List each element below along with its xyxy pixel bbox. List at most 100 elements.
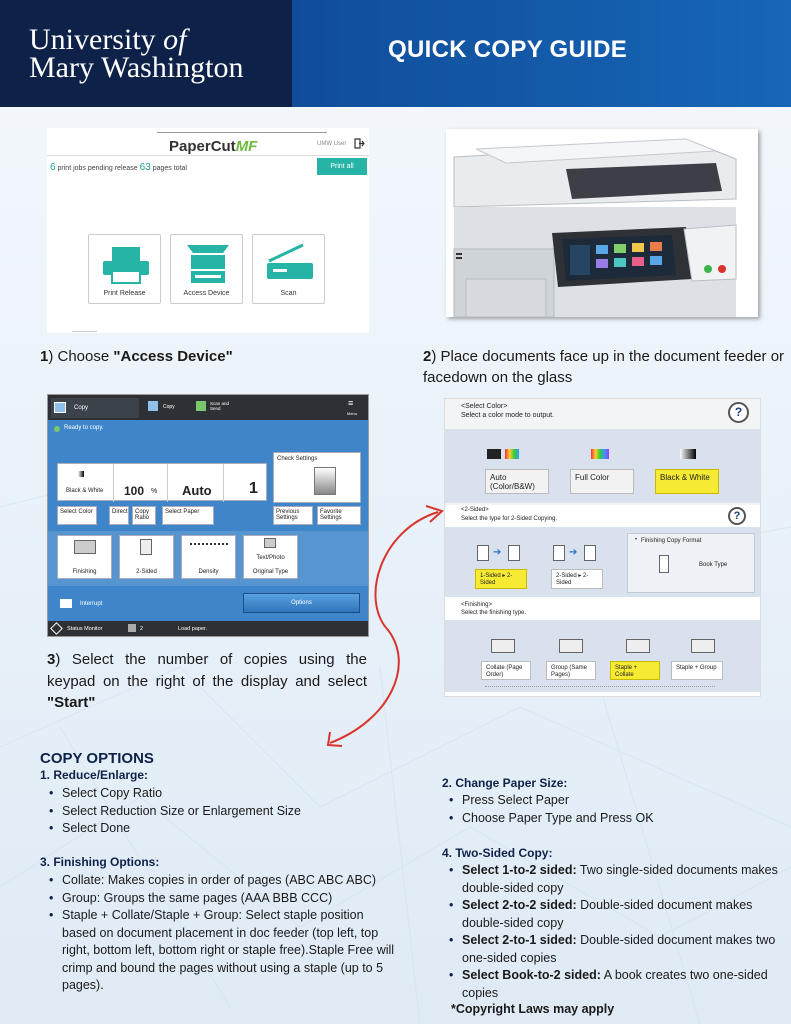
ready-status-icon xyxy=(54,426,60,432)
options-screens: <Select Color> Select a color mode to ou… xyxy=(444,398,761,697)
list-item: Select 1-to-2 sided: Two single-sided do… xyxy=(440,862,780,897)
copyright-note: *Copyright Laws may apply xyxy=(451,1002,615,1016)
two-sided-option-name: Select Book-to-2 sided: xyxy=(462,968,601,982)
logout-icon[interactable] xyxy=(354,138,365,149)
tab-scan-send-label[interactable]: Scan and Send xyxy=(210,401,230,411)
print-all-button[interactable]: Print all xyxy=(317,158,367,175)
tab-copy-shortcut-label[interactable]: Copy xyxy=(163,404,175,410)
papercut-status: 6 print jobs pending release 63 pages to… xyxy=(50,162,187,173)
previous-settings-button[interactable]: Previous Settings xyxy=(273,506,313,525)
staple-collate-icon xyxy=(626,639,650,653)
copy-ratio-button[interactable]: Copy Ratio xyxy=(132,506,156,525)
display-divider-1 xyxy=(113,464,114,502)
check-settings-button[interactable]: Check Settings xyxy=(273,452,361,503)
tile-scan[interactable]: Scan xyxy=(252,234,325,304)
university-logo-line1: University of xyxy=(29,23,187,56)
favorite-settings-button[interactable]: Favorite Settings xyxy=(317,506,361,525)
staple-group-option[interactable]: Staple + Group xyxy=(671,661,723,680)
finishing-panel xyxy=(445,620,760,692)
menu-icon[interactable]: ≡ xyxy=(348,398,354,408)
copy-tab-icon xyxy=(54,402,66,413)
group-option[interactable]: Group (Same Pages) xyxy=(546,661,596,680)
direct-button[interactable]: Direct xyxy=(109,506,129,525)
reduce-enlarge-title: 1. Reduce/Enlarge: xyxy=(40,768,149,782)
finishing-options-title: 3. Finishing Options: xyxy=(40,855,160,869)
select-color-button[interactable]: Select Color xyxy=(57,506,97,525)
black-white-icon xyxy=(680,449,696,459)
step-3-instruction: ) Select the number of copies using the … xyxy=(47,651,367,690)
two-sided-button[interactable]: 2-Sided xyxy=(119,535,174,579)
current-color-mode: Black & White xyxy=(66,488,104,494)
two-sided-option-name: Select 2-to-1 sided: xyxy=(462,933,577,947)
pages-count: 63 xyxy=(139,162,151,173)
papercut-logo: PaperCutMF xyxy=(169,138,257,155)
arrow-right-icon-1: ➔ xyxy=(493,547,502,558)
display-divider-3 xyxy=(223,464,224,502)
ready-status-text: Ready to copy. xyxy=(64,425,104,431)
copy-options-heading: COPY OPTIONS xyxy=(40,750,154,767)
options-button[interactable]: Options xyxy=(243,593,360,613)
finishing-format-label: Finishing Copy Format xyxy=(641,538,702,544)
papercut-footer-rule xyxy=(72,331,97,332)
density-label: Density xyxy=(198,569,219,575)
one-to-two-sided-option[interactable]: 1-Sided ▸ 2-Sided xyxy=(475,569,527,589)
settings-display: Black & White 100 % Auto 1 xyxy=(57,463,267,502)
black-white-option[interactable]: Black & White xyxy=(655,469,719,494)
interrupt-icon[interactable] xyxy=(60,599,72,608)
two-sided-option-desc: Double-sided document makes two one-side… xyxy=(462,933,776,965)
header-logo-panel xyxy=(0,0,292,107)
list-item: Group: Groups the same pages (AAA BBB CC… xyxy=(40,890,420,908)
auto-color-option[interactable]: Auto (Color/B&W) xyxy=(485,469,549,494)
printer-icon xyxy=(103,247,149,284)
select-paper-button[interactable]: Select Paper xyxy=(162,506,214,525)
density-button[interactable]: Density xyxy=(181,535,236,579)
list-item: Press Select Paper xyxy=(440,792,780,810)
interrupt-label: Interrupt xyxy=(80,601,103,607)
list-item: Select 2-to-2 sided: Double-sided docume… xyxy=(440,897,780,932)
two-sided-icon xyxy=(140,539,152,555)
printer-photo xyxy=(446,129,758,318)
step-2-number: 2 xyxy=(423,348,432,365)
finishing-heading: <Finishing> xyxy=(461,602,493,608)
current-ratio: 100 xyxy=(124,484,145,498)
university-logo-line2: Mary Washington xyxy=(29,51,244,84)
original-type-button[interactable]: Text/Photo Original Type xyxy=(243,535,298,579)
document-preview-icon xyxy=(314,467,336,495)
papercut-logo-text: PaperCut xyxy=(169,138,236,155)
two-sided-heading: <2-Sided> xyxy=(461,507,489,513)
two-sided-option-name: Select 1-to-2 sided: xyxy=(462,863,577,877)
job-queue-icon xyxy=(128,624,136,632)
finishing-options-list: Collate: Makes copies in order of pages … xyxy=(40,872,420,995)
logo-word-of: of xyxy=(163,23,187,56)
list-item: Select Reduction Size or Enlargement Siz… xyxy=(40,803,400,821)
help-icon-two-sided[interactable]: ? xyxy=(728,507,746,525)
two-sided-copy-title: 4. Two-Sided Copy: xyxy=(442,846,553,860)
header-title-panel xyxy=(292,0,791,107)
staple-collate-option[interactable]: Staple + Collate xyxy=(610,661,660,680)
select-color-subtitle: Select a color mode to output. xyxy=(461,412,554,419)
red-arrow-icon xyxy=(326,505,444,747)
scanner-icon xyxy=(267,243,313,279)
status-monitor-label[interactable]: Status Monitor xyxy=(67,626,103,632)
two-sided-label: 2-Sided xyxy=(136,569,157,575)
list-item: Staple + Collate/Staple + Group: Select … xyxy=(40,907,400,995)
finishing-button[interactable]: Finishing xyxy=(57,535,112,579)
two-sided-option-name: Select 2-to-2 sided: xyxy=(462,898,577,912)
copier-icon xyxy=(187,245,229,283)
step-2-instruction: ) Place documents face up in the documen… xyxy=(423,348,785,386)
tab-copy-active[interactable]: Copy xyxy=(51,398,139,418)
help-icon-color[interactable]: ? xyxy=(728,402,749,423)
two-sided-doc-icon-2 xyxy=(584,545,596,561)
full-color-option[interactable]: Full Color xyxy=(570,469,634,494)
select-color-heading: <Select Color> xyxy=(461,403,508,410)
tile-print-release[interactable]: Print Release xyxy=(88,234,161,304)
list-item: Select 2-to-1 sided: Double-sided docume… xyxy=(440,932,780,967)
two-to-two-sided-option[interactable]: 2-Sided ▸ 2-Sided xyxy=(551,569,603,589)
pending-text: print jobs pending release xyxy=(57,165,138,172)
tile-access-device[interactable]: Access Device xyxy=(170,234,243,304)
copy-touchscreen: Copy Copy Scan and Send ≡ Menu Ready to … xyxy=(47,394,369,637)
step-1-number: 1 xyxy=(40,348,49,365)
collate-option[interactable]: Collate (Page Order) xyxy=(481,661,531,680)
current-paper: Auto xyxy=(182,483,212,498)
job-queue-count: 2 xyxy=(140,626,144,632)
